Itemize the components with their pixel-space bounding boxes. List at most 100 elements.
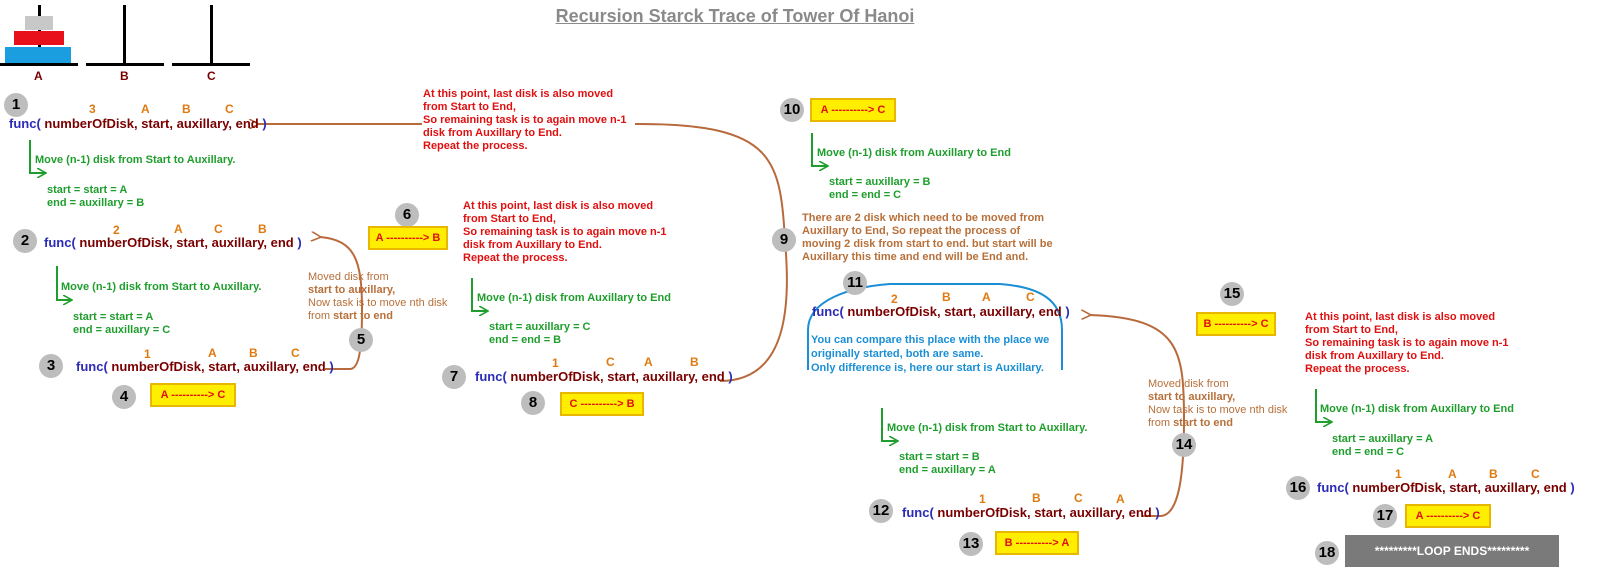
func-keyword: func( bbox=[812, 304, 844, 319]
red-note-2-line3: So remaining task is to again move n-1 bbox=[463, 226, 667, 238]
func-close: ) bbox=[1155, 505, 1160, 520]
call-3-arg-a: A bbox=[208, 346, 217, 360]
red-note-3-line5: Repeat the process. bbox=[1305, 363, 1410, 375]
step-badge-12: 12 bbox=[869, 499, 893, 523]
step-badge-17: 17 bbox=[1373, 504, 1397, 528]
green-instruction-3: Move (n-1) disk from Auxillary to End bbox=[477, 292, 671, 304]
step-badge-18: 18 bbox=[1315, 541, 1339, 565]
compare-note-line3: Only difference is, here our start is Au… bbox=[811, 362, 1044, 374]
step-badge-2: 2 bbox=[13, 229, 37, 253]
call-1-arg-b: B bbox=[182, 102, 191, 116]
assign-3-start: start = auxillary = C bbox=[489, 321, 591, 333]
assign-3-end: end = end = B bbox=[489, 334, 562, 346]
func-params: numberOfDisk, start, auxillary, end bbox=[937, 505, 1152, 520]
func-keyword: func( bbox=[9, 116, 41, 131]
red-note-1-line2: from Start to End, bbox=[423, 101, 516, 113]
call-16-arg-c: C bbox=[1531, 467, 1540, 481]
step-badge-6: 6 bbox=[395, 203, 419, 227]
call-3-arg-c: C bbox=[291, 346, 300, 360]
move-box-17: A ----------> C bbox=[1405, 504, 1491, 528]
move-box-6: A ----------> B bbox=[368, 226, 448, 250]
repeat-note-line4: Auxillary this time and end will be End … bbox=[802, 251, 1029, 263]
step-badge-14: 14 bbox=[1172, 433, 1196, 457]
moved-note-1-line1: Moved disk from bbox=[308, 271, 389, 283]
func-call-3: func( numberOfDisk, start, auxillary, en… bbox=[76, 359, 334, 374]
green-instruction-6: Move (n-1) disk from Auxillary to End bbox=[1320, 403, 1514, 415]
func-call-2: func( numberOfDisk, start, auxillary, en… bbox=[44, 235, 302, 250]
step-badge-5: 5 bbox=[349, 328, 373, 352]
call-11-arg-b: A bbox=[982, 290, 991, 304]
assign-6-start: start = auxillary = A bbox=[1332, 433, 1434, 445]
repeat-note-line3: moving 2 disk from start to end. but sta… bbox=[802, 238, 1053, 250]
func-close: ) bbox=[728, 369, 733, 384]
call-1-n: 3 bbox=[89, 102, 96, 116]
green-instruction-2: Move (n-1) disk from Start to Auxillary. bbox=[61, 281, 262, 293]
green-instruction-5: Move (n-1) disk from Start to Auxillary. bbox=[887, 422, 1088, 434]
call-12-arg-b: C bbox=[1074, 491, 1083, 505]
tower-pegs bbox=[0, 5, 250, 66]
call-16-arg-a: A bbox=[1448, 467, 1457, 481]
assign-2-start: start = start = A bbox=[73, 311, 154, 323]
repeat-process-note: There are 2 disk which need to be moved … bbox=[802, 212, 1053, 264]
step-badge-4: 4 bbox=[112, 385, 136, 409]
red-note-3: At this point, last disk is also moved f… bbox=[1305, 311, 1509, 376]
move-box-15: B ----------> C bbox=[1196, 312, 1276, 336]
assign-5-start: start = start = B bbox=[899, 451, 980, 463]
assign-4-end: end = end = C bbox=[829, 189, 902, 201]
red-note-1-line4: disk from Auxillary to End. bbox=[423, 127, 562, 139]
call-1-arg-a: A bbox=[141, 102, 150, 116]
call-2-arg-a: A bbox=[174, 222, 183, 236]
call-7-arg-a: C bbox=[606, 355, 615, 369]
func-call-1: func( numberOfDisk, start, auxillary, en… bbox=[9, 116, 267, 131]
func-params: numberOfDisk, start, auxillary, end bbox=[79, 235, 294, 250]
call-2-arg-b: C bbox=[214, 222, 223, 236]
tower-label-b: B bbox=[120, 69, 129, 83]
red-note-3-line1: At this point, last disk is also moved bbox=[1305, 311, 1496, 323]
call-2-arg-c: B bbox=[258, 222, 267, 236]
step-badge-10: 10 bbox=[780, 98, 804, 122]
red-note-2-line1: At this point, last disk is also moved bbox=[463, 200, 654, 212]
call-3-arg-b: B bbox=[249, 346, 258, 360]
compare-note-line1: You can compare this place with the plac… bbox=[811, 334, 1050, 346]
moved-note-1-line3: Now task is to move nth disk bbox=[308, 297, 448, 309]
func-params: numberOfDisk, start, auxillary, end bbox=[44, 116, 259, 131]
call-12-arg-a: B bbox=[1032, 491, 1041, 505]
step-badge-3: 3 bbox=[39, 354, 63, 378]
moved-note-2-line2: start to auxillary, bbox=[1148, 391, 1236, 403]
red-note-2-line5: Repeat the process. bbox=[463, 252, 568, 264]
func-keyword: func( bbox=[1317, 480, 1349, 495]
func-keyword: func( bbox=[475, 369, 507, 384]
step-badge-8: 8 bbox=[521, 391, 545, 415]
func-close: ) bbox=[329, 359, 334, 374]
red-note-3-line4: disk from Auxillary to End. bbox=[1305, 350, 1444, 362]
red-note-2-line4: disk from Auxillary to End. bbox=[463, 239, 602, 251]
call-7-n: 1 bbox=[552, 356, 559, 370]
assign-1-end: end = auxillary = B bbox=[47, 197, 145, 209]
red-note-3-line2: from Start to End, bbox=[1305, 324, 1398, 336]
moved-note-1: Moved disk from start to auxillary, Now … bbox=[308, 271, 447, 323]
moved-note-1-line2: start to auxillary, bbox=[308, 284, 396, 296]
call-11-arg-a: B bbox=[942, 290, 951, 304]
red-note-1-line1: At this point, last disk is also moved bbox=[423, 88, 614, 100]
assign-5-end: end = auxillary = A bbox=[899, 464, 996, 476]
func-params: numberOfDisk, start, auxillary, end bbox=[510, 369, 725, 384]
green-instruction-4: Move (n-1) disk from Auxillary to End bbox=[817, 147, 1011, 159]
tower-label-a: A bbox=[34, 69, 43, 83]
moved-note-2-line1: Moved disk from bbox=[1148, 378, 1229, 390]
call-12-n: 1 bbox=[979, 492, 986, 506]
step-badge-1: 1 bbox=[4, 93, 28, 117]
red-note-2: At this point, last disk is also moved f… bbox=[463, 200, 667, 265]
step-badge-9: 9 bbox=[772, 228, 796, 252]
func-params: numberOfDisk, start, auxillary, end bbox=[847, 304, 1062, 319]
compare-note-line2: originally started, both are same. bbox=[811, 348, 984, 360]
compare-note: You can compare this place with the plac… bbox=[811, 333, 1049, 375]
func-close: ) bbox=[297, 235, 302, 250]
func-close: ) bbox=[1570, 480, 1575, 495]
moved-note-2-line3: Now task is to move nth disk bbox=[1148, 404, 1288, 416]
call-11-arg-c: C bbox=[1026, 290, 1035, 304]
repeat-note-line1: There are 2 disk which need to be moved … bbox=[802, 212, 1045, 224]
red-note-3-line3: So remaining task is to again move n-1 bbox=[1305, 337, 1509, 349]
func-call-7: func( numberOfDisk, start, auxillary, en… bbox=[475, 369, 733, 384]
moved-note-2-line4b: start to end bbox=[1173, 417, 1233, 429]
func-close: ) bbox=[262, 116, 267, 131]
